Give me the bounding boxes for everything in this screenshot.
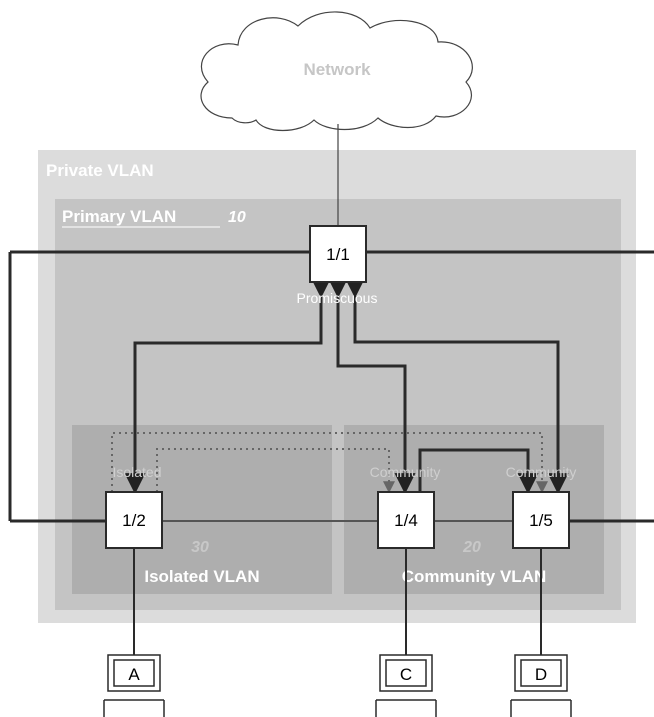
host-a-label: A — [128, 665, 140, 684]
switch-outline — [8, 250, 654, 523]
port-1-2: 1/2 — [105, 491, 163, 549]
community-vlan-id: 20 — [462, 539, 481, 556]
port-1-5-label: 1/5 — [529, 511, 553, 530]
port-1-4-label: 1/4 — [394, 511, 418, 530]
isolated-vlan-label: Isolated VLAN — [144, 567, 259, 586]
port-1-4-role: Community — [370, 464, 441, 480]
network-label: Network — [303, 60, 371, 79]
traffic-paths — [124, 277, 569, 511]
port-1-1-role: Promiscuous — [297, 290, 378, 306]
community-vlan-label: Community VLAN — [402, 567, 547, 586]
host-links — [133, 548, 542, 655]
primary-vlan-id: 10 — [228, 209, 246, 226]
port-1-5-role: Community — [506, 464, 577, 480]
port-1-1-label: 1/1 — [326, 245, 350, 264]
port-1-2-role: Isolated — [112, 464, 161, 480]
network-cloud: Network — [200, 11, 473, 131]
host-d-computer-icon: D — [510, 654, 572, 717]
host-c-computer-icon: C — [375, 654, 437, 717]
port-1-1: 1/1 — [309, 225, 367, 283]
host-d-label: D — [535, 665, 547, 684]
port-1-2-label: 1/2 — [122, 511, 146, 530]
isolated-vlan-id: 30 — [191, 539, 209, 556]
primary-vlan-label: Primary VLAN — [62, 207, 176, 226]
port-1-5: 1/5 — [512, 491, 570, 549]
host-a-computer-icon: A — [103, 654, 165, 717]
host-c-label: C — [400, 665, 412, 684]
private-vlan-label: Private VLAN — [46, 161, 154, 180]
port-1-4: 1/4 — [377, 491, 435, 549]
